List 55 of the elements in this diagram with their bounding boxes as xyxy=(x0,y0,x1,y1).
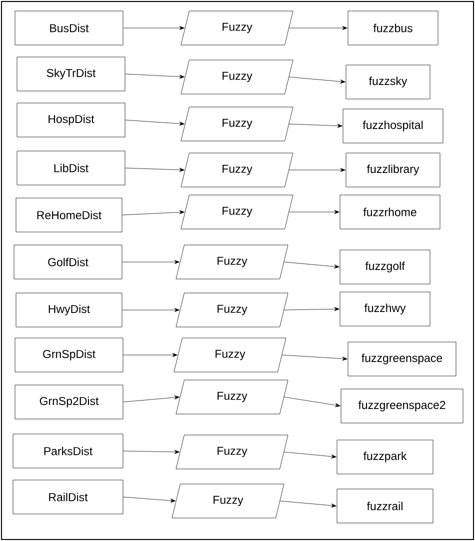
arrow xyxy=(282,354,348,361)
arrow xyxy=(284,452,336,458)
parallelogram: Fuzzy xyxy=(176,434,288,470)
parallelogram: Fuzzy xyxy=(180,60,294,94)
arrow xyxy=(284,396,340,408)
arrow xyxy=(284,262,340,268)
arrow xyxy=(125,120,185,126)
arrow xyxy=(123,26,185,30)
process-box: fuzzhospital xyxy=(342,108,444,144)
arrow xyxy=(288,124,342,128)
arrow xyxy=(123,395,180,402)
arrow xyxy=(288,76,346,84)
arrow xyxy=(125,168,185,172)
parallelogram: Fuzzy xyxy=(180,152,294,188)
arrow xyxy=(123,450,180,454)
process-box: fuzzlibrary xyxy=(346,152,440,188)
process-box: RailDist xyxy=(12,480,124,514)
process-box: ParksDist xyxy=(12,434,124,468)
process-box: ReHomeDist xyxy=(16,198,122,232)
arrow xyxy=(288,210,340,214)
parallelogram: Fuzzy xyxy=(176,244,288,280)
parallelogram: Fuzzy xyxy=(172,484,284,518)
arrow xyxy=(123,353,178,357)
process-box: BusDist xyxy=(14,10,124,46)
parallelogram: Fuzzy xyxy=(180,194,294,230)
arrow xyxy=(122,210,185,216)
arrow xyxy=(122,260,180,264)
arrow xyxy=(284,307,340,312)
process-box: fuzzrail xyxy=(336,488,434,524)
arrow xyxy=(288,26,348,30)
arrow xyxy=(123,496,176,503)
parallelogram: Fuzzy xyxy=(180,10,294,46)
process-box: fuzzgreenspace2 xyxy=(340,388,464,424)
process-box: HospDist xyxy=(16,102,126,138)
arrow xyxy=(125,74,185,79)
process-box: GrnSp2Dist xyxy=(14,384,124,420)
parallelogram: Fuzzy xyxy=(174,338,286,372)
parallelogram: Fuzzy xyxy=(180,106,294,142)
process-box: SkyTrDist xyxy=(16,56,126,92)
arrow xyxy=(280,500,336,508)
arrow xyxy=(288,168,346,172)
process-box: fuzzpark xyxy=(336,440,434,474)
process-box: fuzzgreenspace xyxy=(348,342,456,376)
arrow xyxy=(122,308,180,312)
process-box: fuzzrhome xyxy=(340,194,440,230)
parallelogram: Fuzzy xyxy=(176,292,288,328)
process-box: LibDist xyxy=(16,150,126,186)
parallelogram: Fuzzy xyxy=(176,380,288,414)
process-box: fuzzhwy xyxy=(340,292,430,326)
process-box: HwyDist xyxy=(16,292,122,328)
process-box: GolfDist xyxy=(14,244,122,280)
process-box: fuzzbus xyxy=(348,10,438,46)
process-box: fuzzgolf xyxy=(340,250,430,284)
process-box: GrnSpDist xyxy=(14,338,124,372)
process-box: fuzzsky xyxy=(346,64,430,100)
